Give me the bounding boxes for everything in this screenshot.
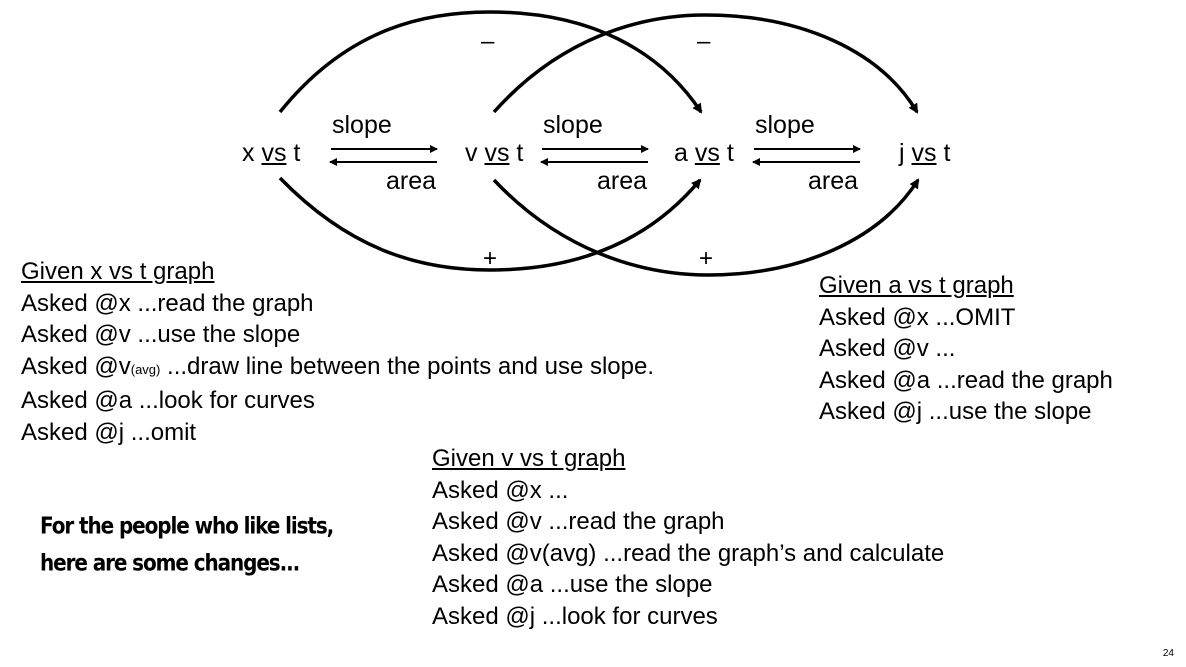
- given-v-line-1: Asked @x ...: [432, 476, 569, 504]
- arc-top-v-to-j: [492, 13, 919, 114]
- given-v-block: Given v vs t graph Asked @x ... Asked @v…: [432, 443, 944, 632]
- label-area-a-v: area: [597, 167, 648, 195]
- given-x-line-5: Asked @j ...omit: [21, 418, 197, 446]
- given-a-line-3: Asked @a ...read the graph: [819, 366, 1113, 394]
- given-x-line-3: Asked @v(avg) ...draw line between the p…: [21, 352, 655, 380]
- lists-note: For the people who like lists, here are …: [40, 507, 334, 581]
- label-area-v-x: area: [386, 167, 437, 195]
- given-v-line-2: Asked @v ...read the graph: [432, 508, 725, 535]
- node-j-vs-t: j vs t: [899, 139, 951, 167]
- lists-note-line-2: here are some changes...: [40, 548, 300, 576]
- given-v-line-3: Asked @v(avg) ...read the graph’s and ca…: [432, 539, 945, 567]
- arc-bottom-v-to-j: [492, 178, 920, 277]
- label-slope-v-a: slope: [543, 111, 603, 139]
- node-v-vs-t: v vs t: [465, 139, 524, 167]
- label-slope-a-j: slope: [755, 111, 815, 139]
- node-a-vs-t: a vs t: [674, 139, 734, 167]
- given-a-line-2: Asked @v ...: [819, 335, 956, 362]
- given-v-heading: Given v vs t graph: [432, 445, 626, 472]
- arc-top-x-to-a: [278, 10, 703, 114]
- page-number: 24: [1162, 648, 1174, 659]
- given-a-line-4: Asked @j ...use the slope: [819, 398, 1092, 425]
- given-a-heading: Given a vs t graph: [819, 272, 1014, 299]
- given-v-line-4: Asked @a ...use the slope: [432, 571, 713, 598]
- given-x-heading: Given x vs t graph: [21, 258, 215, 285]
- given-a-block: Given a vs t graph Asked @x ...OMIT Aske…: [819, 270, 1113, 428]
- given-x-line-2: Asked @v ...use the slope: [21, 321, 301, 348]
- given-x-line-1: Asked @x ...read the graph: [21, 289, 314, 317]
- given-x-line-4: Asked @a ...look for curves: [21, 387, 315, 414]
- given-a-line-1: Asked @x ...OMIT: [819, 303, 1016, 331]
- sign-plus-left: +: [483, 245, 498, 272]
- given-x-block: Given x vs t graph Asked @x ...read the …: [21, 256, 654, 448]
- label-slope-x-v: slope: [332, 111, 392, 139]
- lists-note-line-1: For the people who like lists,: [40, 511, 334, 540]
- sign-plus-right: +: [699, 245, 714, 272]
- given-v-line-5: Asked @j ...look for curves: [432, 602, 718, 630]
- sign-minus-left: –: [481, 28, 495, 55]
- arc-bottom-x-to-a: [278, 176, 702, 272]
- node-x-vs-t: x vs t: [242, 139, 301, 167]
- sign-minus-right: –: [697, 28, 711, 55]
- label-area-j-a: area: [808, 167, 859, 195]
